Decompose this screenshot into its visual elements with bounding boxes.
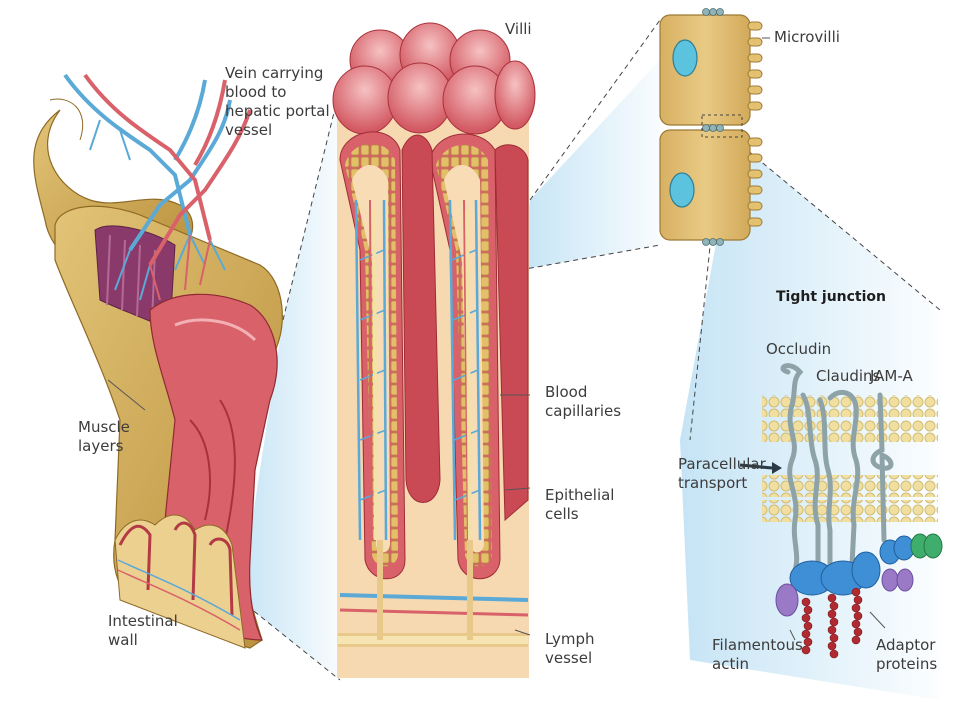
villus xyxy=(339,131,529,580)
epithelial-cells xyxy=(659,8,770,246)
label-blood-capillaries: Blood capillaries xyxy=(545,383,622,420)
label-paracellular-transport: Paracellular transport xyxy=(678,455,766,492)
label-microvilli: Microvilli xyxy=(774,28,840,46)
label-adaptor-proteins: Adaptor proteins xyxy=(876,636,938,673)
nucleus-icon xyxy=(669,172,695,208)
label-lymph-vessel: Lymph vessel xyxy=(545,630,595,667)
intestine-segment xyxy=(33,73,283,649)
label-claudins: Claudins xyxy=(816,367,881,385)
tight-junction-panel xyxy=(739,363,943,659)
label-vein: Vein carrying blood to hepatic portal ve… xyxy=(225,64,330,139)
nucleus-icon xyxy=(672,39,698,77)
label-villi: Villi xyxy=(505,20,532,38)
villi-panel xyxy=(332,22,536,678)
label-jam-a: JAM-A xyxy=(870,367,913,385)
label-occludin: Occludin xyxy=(766,340,832,358)
label-filamentous-actin: Filamentous actin xyxy=(712,636,803,673)
label-muscle-layers: Muscle layers xyxy=(78,418,130,455)
label-tight-junction: Tight junction xyxy=(776,289,887,305)
label-intestinal-wall: Intestinal wall xyxy=(108,612,178,649)
label-epithelial-cells: Epithelial cells xyxy=(545,486,615,523)
